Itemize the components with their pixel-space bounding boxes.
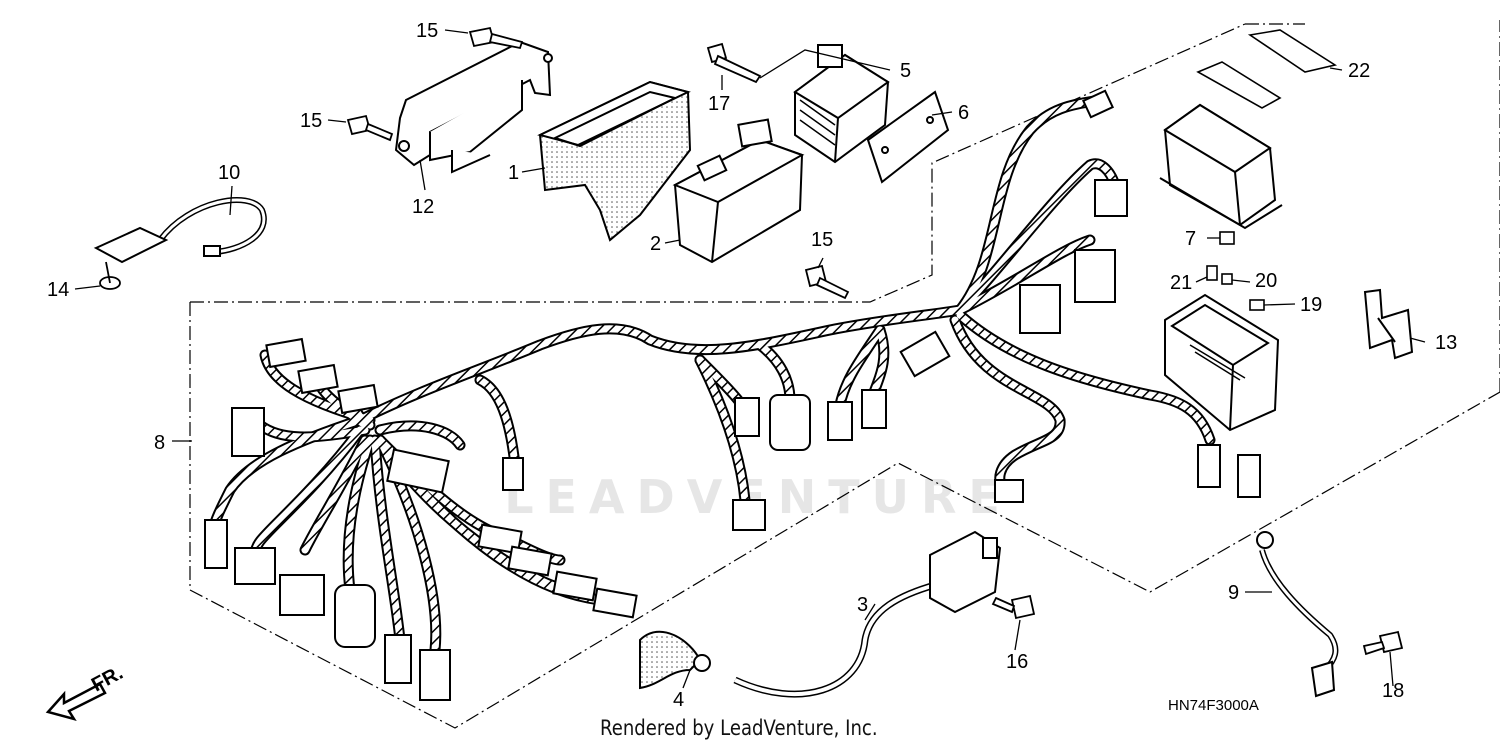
render-credit: Rendered by LeadVenture, Inc. (600, 716, 878, 740)
callout-16: 16 (1006, 651, 1028, 673)
callout-17: 17 (708, 93, 730, 115)
callout-19: 19 (1300, 294, 1322, 316)
diagram-code: HN74F3000A (1168, 697, 1259, 714)
callout-15-left: 15 (300, 110, 322, 132)
callout-8: 8 (154, 432, 165, 454)
callout-20: 20 (1255, 270, 1277, 292)
bracket-part (394, 40, 553, 174)
harness-connectors (204, 89, 1261, 701)
callout-3: 3 (857, 594, 868, 616)
callout-1: 1 (508, 162, 519, 184)
callout-5: 5 (900, 60, 911, 82)
callout-15-top: 15 (416, 20, 438, 42)
callout-6: 6 (958, 102, 969, 124)
regulator-part (793, 44, 890, 164)
callout-22: 22 (1348, 60, 1370, 82)
bolt-parts (99, 26, 1404, 656)
fuse-parts (1206, 231, 1265, 311)
plate-part (866, 90, 950, 184)
callout-4: 4 (673, 689, 684, 711)
fuse-box-cover-part (1159, 103, 1283, 230)
cable-10-part (93, 197, 267, 264)
callout-10: 10 (218, 162, 240, 184)
callout-12: 12 (412, 196, 434, 218)
cable-9-part (1256, 531, 1339, 698)
callout-9: 9 (1228, 582, 1239, 604)
box-cover-part (537, 80, 692, 242)
ignition-coil-part (639, 530, 1002, 698)
fuse-box-base-part (1164, 293, 1280, 432)
front-direction-arrow: FR. (45, 662, 127, 722)
callout-labels: 1 2 3 4 5 6 7 8 9 10 12 13 14 15 15 15 1… (47, 20, 1457, 711)
callout-14: 14 (47, 279, 69, 301)
callout-18: 18 (1382, 680, 1404, 702)
leader-lines (74, 29, 1426, 689)
callout-7: 7 (1185, 228, 1196, 250)
clip-part (1363, 288, 1414, 360)
callout-13: 13 (1435, 332, 1457, 354)
sticker-part (1196, 29, 1338, 109)
callout-15-center: 15 (811, 229, 833, 251)
callout-21: 21 (1170, 272, 1192, 294)
control-unit-part (672, 118, 805, 264)
callout-2: 2 (650, 233, 661, 255)
